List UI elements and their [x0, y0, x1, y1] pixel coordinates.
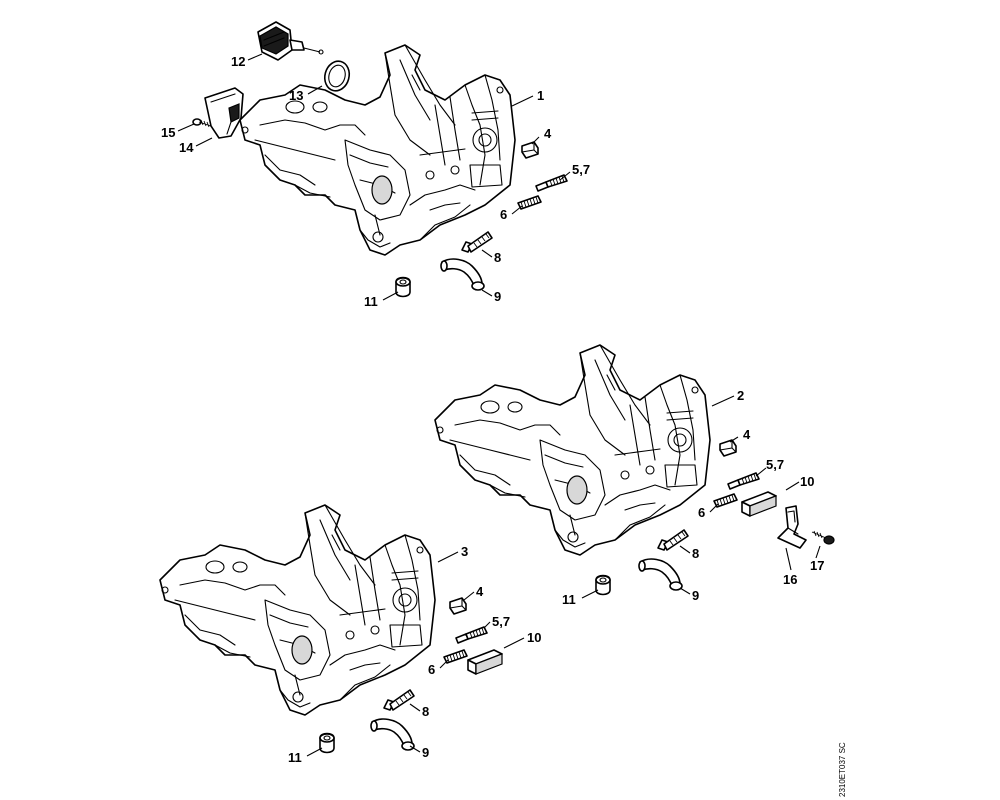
part-8-bolt-top	[461, 231, 493, 253]
part-5-7-stud-top	[535, 174, 568, 192]
part-4-sleeve-mid	[719, 439, 737, 457]
part-9-hose-low	[370, 718, 415, 751]
part-11-bush-top	[395, 276, 411, 298]
part-8-bolt-mid	[657, 529, 689, 551]
callout-9-top: 9	[494, 289, 501, 304]
callout-5-7-mid: 5,7	[766, 457, 784, 472]
part-14-cover	[204, 87, 244, 139]
part-15-screw	[192, 118, 212, 128]
callout-8-top: 8	[494, 250, 501, 265]
callout-8-mid: 8	[692, 546, 699, 561]
part-13-o-ring	[323, 60, 351, 92]
part-9-hose-top	[440, 258, 485, 291]
callout-10-mid: 10	[800, 474, 814, 489]
callout-11-top: 11	[364, 294, 378, 309]
callout-4-mid: 4	[743, 427, 751, 442]
part-5-7-stud-low	[455, 626, 488, 644]
part-10-strip-mid	[741, 491, 777, 517]
part-11-bush-mid	[595, 574, 611, 596]
part-11-bush-low	[319, 732, 335, 754]
callout-9-low: 9	[422, 745, 429, 760]
diagram-code: 2310ET037 SC	[838, 742, 847, 797]
callout-2: 2	[737, 388, 744, 403]
part-4-sleeve-low	[449, 597, 467, 615]
part-9-hose-mid	[638, 558, 683, 591]
leader-lines	[177, 53, 821, 757]
callout-11-mid: 11	[562, 592, 576, 607]
part-5-7-stud-mid	[727, 472, 760, 490]
callout-5-7-top: 5,7	[572, 162, 590, 177]
callout-4-low: 4	[476, 584, 484, 599]
callout-11-low: 11	[288, 750, 302, 765]
part-4-sleeve-top	[521, 141, 539, 159]
callout-16: 16	[783, 572, 797, 587]
part-8-bolt-low	[383, 689, 415, 711]
callout-10-low: 10	[527, 630, 541, 645]
crankcase-part-2	[434, 344, 711, 556]
crankcase-part-1	[239, 44, 516, 256]
part-17-screw	[811, 530, 835, 545]
callout-6-top: 6	[500, 207, 507, 222]
callout-9-mid: 9	[692, 588, 699, 603]
callout-17: 17	[810, 558, 824, 573]
part-12-valve	[257, 21, 324, 61]
callout-15: 15	[161, 125, 175, 140]
part-10-strip-low	[467, 649, 503, 675]
crankcase-part-3	[159, 504, 436, 716]
callout-1: 1	[537, 88, 544, 103]
callout-13: 13	[289, 88, 303, 103]
callout-5-7-low: 5,7	[492, 614, 510, 629]
callout-8-low: 8	[422, 704, 429, 719]
part-16-bracket	[777, 505, 807, 549]
callout-14: 14	[179, 140, 194, 155]
callout-4-top: 4	[544, 126, 552, 141]
callout-12: 12	[231, 54, 245, 69]
callout-6-low: 6	[428, 662, 435, 677]
callout-6-mid: 6	[698, 505, 705, 520]
callout-3: 3	[461, 544, 468, 559]
